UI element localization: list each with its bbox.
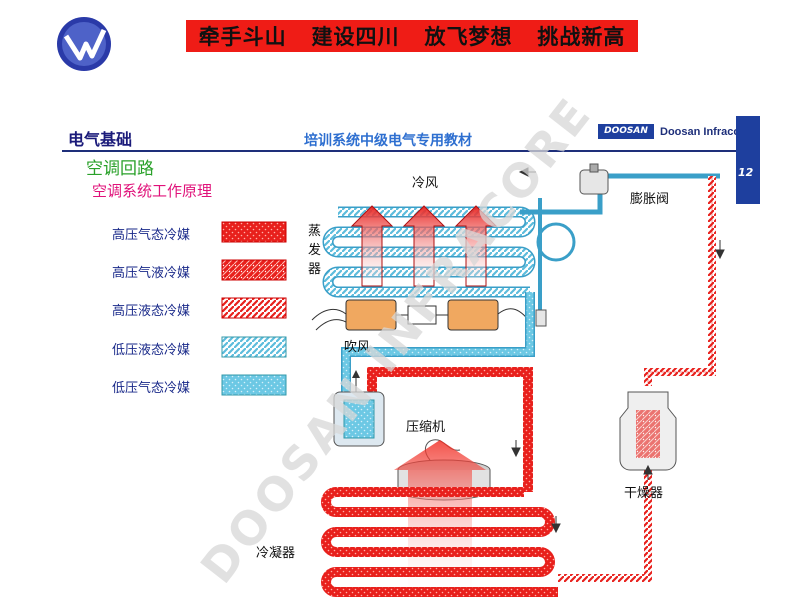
- circuit-title: 空调回路: [86, 159, 154, 179]
- legend-label-lp-liquid: 低压液态冷媒: [112, 343, 191, 358]
- legend-label-lp-gas: 低压气态冷媒: [112, 381, 191, 396]
- accumulator-unit: [333, 370, 385, 447]
- cold-air-arrows: [350, 205, 498, 287]
- expansion-valve: [520, 163, 720, 327]
- label-expansion-valve: 膨胀阀: [630, 192, 670, 207]
- section-title: 电气基础: [68, 130, 133, 149]
- label-evaporator: 蒸发器: [308, 224, 322, 277]
- label-condenser: 冷凝器: [256, 546, 296, 561]
- label-dryer: 干燥器: [624, 486, 664, 501]
- company-logo: [57, 17, 111, 71]
- brand-tag: DOOSAN: [598, 124, 654, 139]
- legend-swatches: [221, 221, 287, 396]
- label-cold-air: 冷风: [412, 176, 439, 191]
- legend-label-hp-gas: 高压气态冷媒: [112, 228, 191, 243]
- legend-label-hp-liquid: 高压液态冷媒: [112, 304, 191, 319]
- flow-arrows: [511, 167, 725, 534]
- header-divider: [62, 150, 736, 152]
- slogan-banner: 牵手斗山 建设四川 放飞梦想 挑战新高: [186, 20, 638, 52]
- page-tab: [736, 116, 760, 204]
- page-number: 12: [738, 166, 754, 179]
- label-compressor: 压缩机: [406, 420, 446, 435]
- legend-swatch-hp-liquid: [221, 297, 287, 319]
- legend-label-hp-mix: 高压气液冷媒: [112, 266, 191, 281]
- course-title: 培训系统中级电气专用教材: [304, 133, 472, 149]
- blower-unit: [311, 299, 531, 331]
- legend-swatch-lp-liquid: [221, 336, 287, 358]
- legend-swatch-hp-mix: [221, 259, 287, 281]
- label-blower: 吹风: [344, 340, 371, 355]
- legend-swatch-lp-gas: [221, 374, 287, 396]
- principle-title: 空调系统工作原理: [92, 182, 213, 200]
- condenser-coil: [321, 487, 558, 597]
- legend-swatch-hp-gas: [221, 221, 287, 243]
- dryer-unit: [619, 391, 677, 471]
- brand-name: Doosan Infracore: [660, 126, 751, 138]
